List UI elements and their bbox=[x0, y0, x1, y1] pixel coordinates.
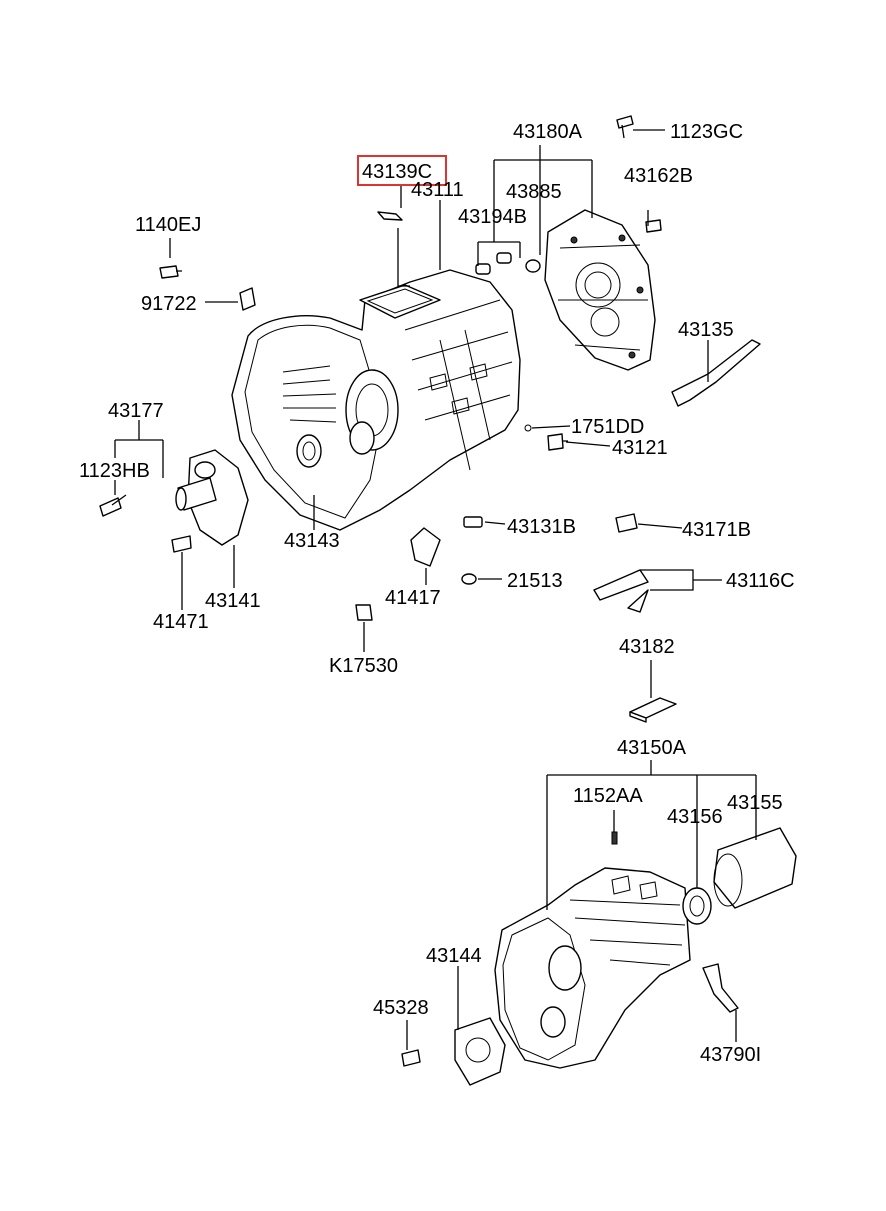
part-label-43180A[interactable]: 43180A bbox=[513, 121, 583, 143]
part-label-43135[interactable]: 43135 bbox=[678, 319, 734, 341]
part-label-91722[interactable]: 91722 bbox=[141, 293, 197, 315]
part-label-43177[interactable]: 43177 bbox=[108, 400, 164, 422]
part-label-43131B[interactable]: 43131B bbox=[507, 516, 576, 538]
part-label-43144[interactable]: 43144 bbox=[426, 945, 482, 967]
part-label-43155[interactable]: 43155 bbox=[727, 792, 783, 814]
part-label-43121[interactable]: 43121 bbox=[612, 437, 668, 459]
highlight-box bbox=[357, 155, 447, 186]
part-label-43885[interactable]: 43885 bbox=[506, 181, 562, 203]
part-label-41417[interactable]: 41417 bbox=[385, 587, 441, 609]
part-label-21513[interactable]: 21513 bbox=[507, 570, 563, 592]
extension-housing-drawing bbox=[454, 827, 797, 1086]
part-label-43156[interactable]: 43156 bbox=[667, 806, 723, 828]
part-labels: 43180A 1123GC 43139C 43111 43885 43162B … bbox=[79, 121, 795, 1066]
part-label-43141[interactable]: 43141 bbox=[205, 590, 261, 612]
part-label-1751DD[interactable]: 1751DD bbox=[571, 416, 644, 438]
leader-lines bbox=[114, 129, 757, 1050]
part-label-1123GC[interactable]: 1123GC bbox=[670, 121, 743, 143]
part-label-1152AA[interactable]: 1152AA bbox=[573, 785, 643, 807]
part-label-41471[interactable]: 41471 bbox=[153, 611, 209, 633]
part-label-43150A[interactable]: 43150A bbox=[617, 737, 687, 759]
part-label-45328[interactable]: 45328 bbox=[373, 997, 429, 1019]
part-label-1140EJ[interactable]: 1140EJ bbox=[135, 214, 201, 236]
part-label-K17530[interactable]: K17530 bbox=[329, 655, 398, 677]
part-label-1123HB[interactable]: 1123HB bbox=[79, 460, 150, 482]
part-label-43162B[interactable]: 43162B bbox=[624, 165, 693, 187]
transmission-case-drawing bbox=[99, 115, 761, 1067]
part-label-43194B[interactable]: 43194B bbox=[458, 206, 527, 228]
part-label-43143[interactable]: 43143 bbox=[284, 530, 340, 552]
part-label-43171B[interactable]: 43171B bbox=[682, 519, 751, 541]
part-label-43790I[interactable]: 43790I bbox=[700, 1044, 761, 1066]
part-label-43116C[interactable]: 43116C bbox=[726, 570, 795, 592]
part-label-43111[interactable]: 43111 bbox=[411, 179, 464, 201]
part-label-43139C[interactable]: 43139C bbox=[362, 161, 432, 183]
part-label-43182[interactable]: 43182 bbox=[619, 636, 675, 658]
